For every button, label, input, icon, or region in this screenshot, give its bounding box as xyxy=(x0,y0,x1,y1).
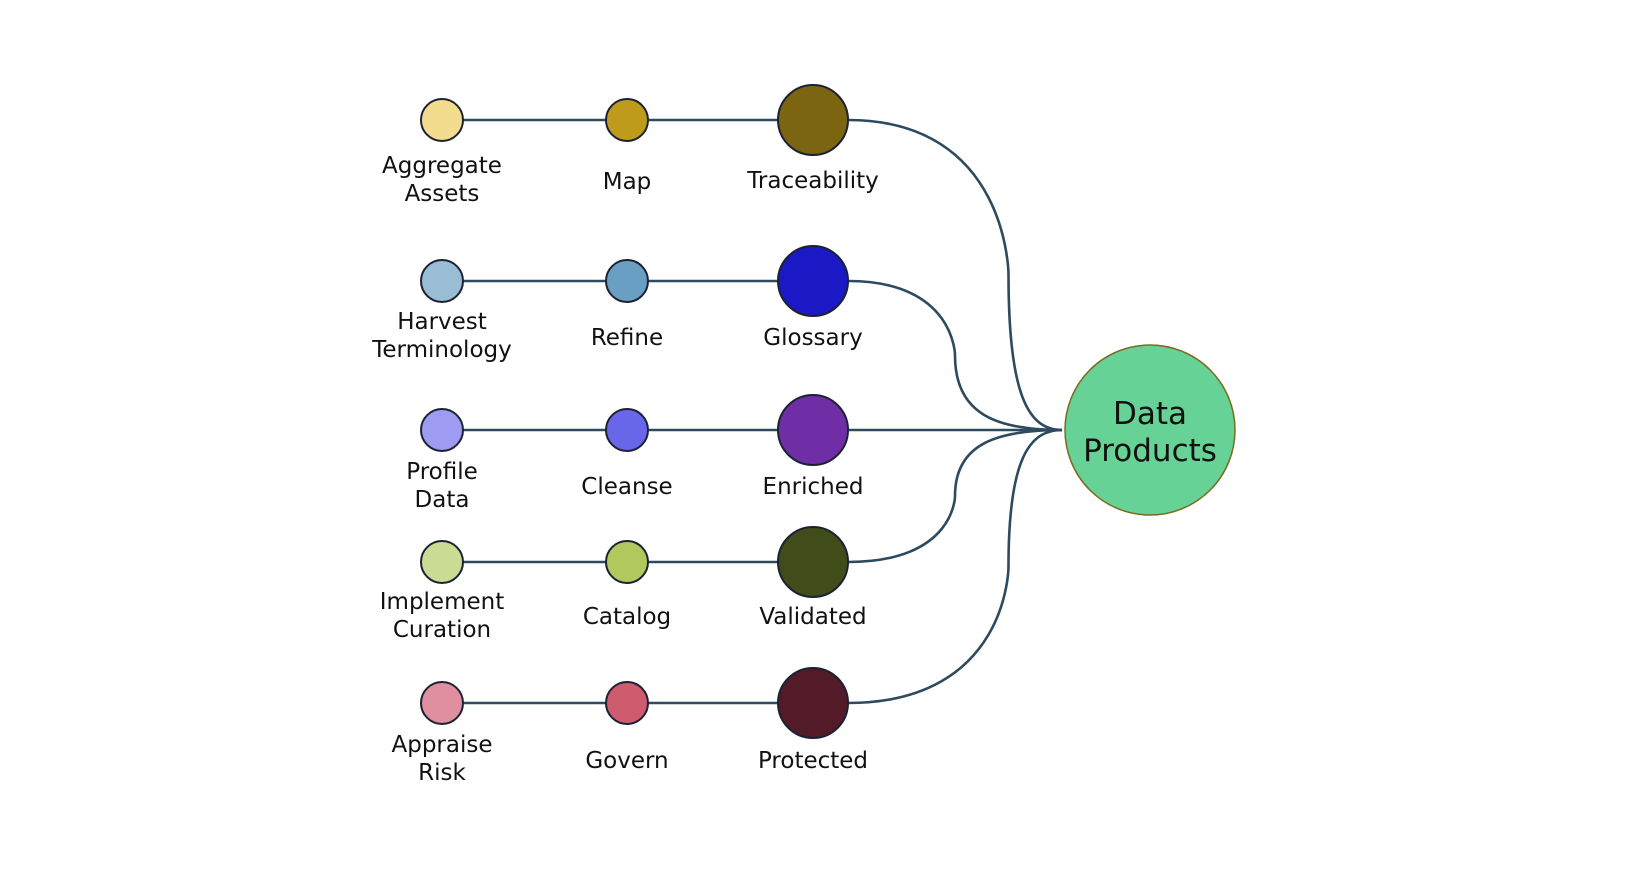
govern-label-line: Govern xyxy=(585,748,668,774)
validated-label-line: Validated xyxy=(759,604,866,630)
map-label: Map xyxy=(603,169,652,195)
enriched-label-line: Enriched xyxy=(763,474,864,500)
appraise-risk-label-line: Risk xyxy=(418,760,466,786)
enriched-label: Enriched xyxy=(763,474,864,500)
map-node xyxy=(605,98,649,142)
hub-label-line: Products xyxy=(1083,433,1217,469)
cleanse-node xyxy=(605,408,649,452)
profile-data-label-line: Profile xyxy=(406,459,478,485)
aggregate-assets-label-line: Aggregate xyxy=(382,153,502,179)
enriched-node xyxy=(777,394,849,466)
validated-label: Validated xyxy=(759,604,866,630)
glossary-label-line: Glossary xyxy=(763,325,862,351)
catalog-node xyxy=(605,540,649,584)
harvest-terminology-label-line: Terminology xyxy=(371,337,511,363)
glossary-node xyxy=(777,245,849,317)
connector-row-2-to-hub xyxy=(847,279,1063,432)
implement-curation-label-line: Implement xyxy=(380,589,504,615)
traceability-label-line: Traceability xyxy=(746,168,879,194)
profile-data-node xyxy=(420,408,464,452)
harvest-terminology-node xyxy=(420,259,464,303)
node-layer xyxy=(420,84,1236,739)
protected-label: Protected xyxy=(758,748,868,774)
connector-row-4-to-hub xyxy=(847,428,1063,564)
appraise-risk-node xyxy=(420,681,464,725)
refine-label: Refine xyxy=(591,325,663,351)
refine-label-line: Refine xyxy=(591,325,663,351)
validated-node xyxy=(777,526,849,598)
aggregate-assets-node xyxy=(420,98,464,142)
connector-row-5-to-hub xyxy=(847,428,1063,705)
cleanse-label: Cleanse xyxy=(581,474,672,500)
refine-node xyxy=(605,259,649,303)
protected-node xyxy=(777,667,849,739)
data-products-hub-node xyxy=(1064,344,1236,516)
glossary-label: Glossary xyxy=(763,325,862,351)
cleanse-label-line: Cleanse xyxy=(581,474,672,500)
appraise-risk-label-line: Appraise xyxy=(391,732,492,758)
implement-curation-node xyxy=(420,540,464,584)
profile-data-label-line: Data xyxy=(415,487,470,513)
connector-row-1-to-hub xyxy=(847,118,1063,432)
govern-node xyxy=(605,681,649,725)
catalog-label-line: Catalog xyxy=(583,604,671,630)
connector-layer xyxy=(463,118,1063,705)
catalog-label: Catalog xyxy=(583,604,671,630)
traceability-label: Traceability xyxy=(746,168,879,194)
map-label-line: Map xyxy=(603,169,652,195)
traceability-node xyxy=(777,84,849,156)
aggregate-assets-label-line: Assets xyxy=(405,181,480,207)
govern-label: Govern xyxy=(585,748,668,774)
harvest-terminology-label-line: Harvest xyxy=(397,309,487,335)
hub-label-line: Data xyxy=(1113,396,1187,432)
protected-label-line: Protected xyxy=(758,748,868,774)
implement-curation-label-line: Curation xyxy=(393,617,491,643)
